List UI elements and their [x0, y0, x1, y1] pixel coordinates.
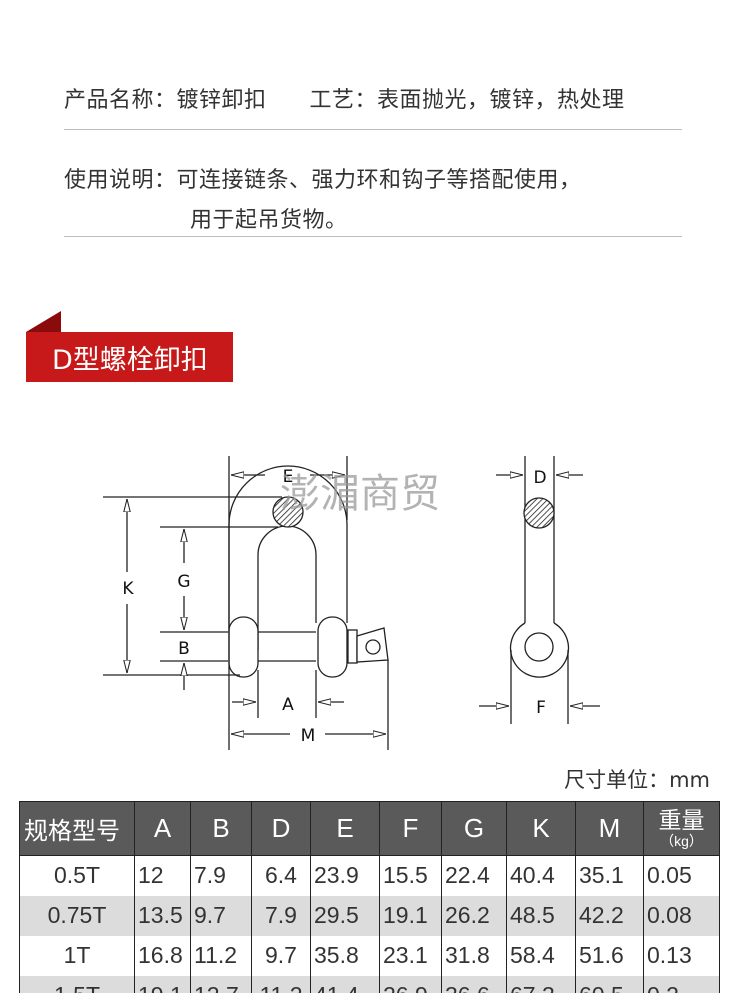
section-tag — [26, 332, 233, 382]
header-B: B — [190, 801, 252, 856]
table-header-row: 规格型号 A B D E F G K M 重量（kg） — [19, 801, 720, 856]
usage-line: 使用说明：可连接链条、强力环和钩子等搭配使用， — [64, 162, 582, 194]
cell: 11.2 — [251, 975, 311, 993]
cell: 19.1 — [134, 975, 191, 993]
cell: 6.4 — [251, 855, 311, 896]
header-weight-unit: （kg） — [660, 833, 703, 849]
label-D: D — [533, 468, 546, 488]
table-row: 0.75T 13.5 9.7 7.9 29.5 19.1 26.2 48.5 4… — [19, 895, 720, 936]
cell: 26.9 — [379, 975, 442, 993]
product-name-value: 镀锌卸扣 — [176, 88, 267, 113]
cell: 0.2 — [643, 975, 720, 993]
cell: 60.5 — [575, 975, 644, 993]
cell: 19.1 — [379, 895, 442, 936]
shackle-diagram: E K G B A M D F 澎湄商贸 — [103, 456, 600, 750]
cell: 12.7 — [190, 975, 252, 993]
table-row: 0.5T 12 7.9 6.4 23.9 15.5 22.4 40.4 35.1… — [19, 855, 720, 896]
cell: 13.5 — [134, 895, 191, 936]
table-row: 1.5T 19.1 12.7 11.2 41.4 26.9 36.6 67.3 … — [19, 975, 720, 993]
label-G: G — [177, 572, 190, 592]
cell-model: 0.5T — [19, 855, 135, 896]
divider — [64, 129, 682, 130]
spec-table: 规格型号 A B D E F G K M 重量（kg） 0.5T 12 7.9 … — [19, 801, 720, 993]
cell: 67.3 — [506, 975, 576, 993]
cell: 0.08 — [643, 895, 720, 936]
cell: 35.8 — [310, 935, 380, 976]
cell-model: 1.5T — [19, 975, 135, 993]
header-F: F — [379, 801, 442, 856]
cell: 9.7 — [251, 935, 311, 976]
cell: 22.4 — [441, 855, 507, 896]
cell: 41.4 — [310, 975, 380, 993]
cell: 35.1 — [575, 855, 644, 896]
section-title: D型螺栓卸扣 — [52, 345, 208, 376]
cell: 36.6 — [441, 975, 507, 993]
section-tag-fold — [26, 311, 61, 332]
header-G: G — [441, 801, 507, 856]
table-row: 1T 16.8 11.2 9.7 35.8 23.1 31.8 58.4 51.… — [19, 935, 720, 976]
cell: 40.4 — [506, 855, 576, 896]
header-model: 规格型号 — [19, 801, 135, 856]
header-weight-label: 重量 — [658, 807, 705, 833]
cell: 16.8 — [134, 935, 191, 976]
header-E: E — [310, 801, 380, 856]
cell-model: 0.75T — [19, 895, 135, 936]
cell: 0.05 — [643, 855, 720, 896]
label-K: K — [122, 579, 134, 599]
cell: 58.4 — [506, 935, 576, 976]
usage-value-1: 可连接链条、强力环和钩子等搭配使用， — [176, 168, 582, 193]
cell: 7.9 — [190, 855, 252, 896]
cell: 9.7 — [190, 895, 252, 936]
cell: 26.2 — [441, 895, 507, 936]
label-E: E — [283, 467, 294, 487]
process-label: 工艺： — [309, 88, 378, 113]
label-A: A — [282, 695, 294, 715]
cell: 7.9 — [251, 895, 311, 936]
cell: 23.9 — [310, 855, 380, 896]
usage-label: 使用说明： — [64, 168, 177, 193]
process-value: 表面抛光，镀锌，热处理 — [377, 88, 625, 113]
label-F: F — [536, 698, 546, 718]
cell: 48.5 — [506, 895, 576, 936]
header-D: D — [251, 801, 311, 856]
cell: 42.2 — [575, 895, 644, 936]
header-M: M — [575, 801, 644, 856]
product-name-label: 产品名称： — [64, 88, 177, 113]
product-info-line: 产品名称：镀锌卸扣 工艺：表面抛光，镀锌，热处理 — [64, 82, 625, 114]
cell: 15.5 — [379, 855, 442, 896]
cell-model: 1T — [19, 935, 135, 976]
divider — [64, 236, 682, 237]
cell: 29.5 — [310, 895, 380, 936]
header-K: K — [506, 801, 576, 856]
cell: 23.1 — [379, 935, 442, 976]
watermark-text: 澎湄商贸 — [280, 471, 440, 517]
label-M: M — [301, 726, 316, 746]
cell: 12 — [134, 855, 191, 896]
cell: 51.6 — [575, 935, 644, 976]
usage-line-2: 用于起吊货物。 — [190, 208, 348, 233]
header-weight: 重量（kg） — [643, 801, 720, 856]
cell: 11.2 — [190, 935, 252, 976]
header-A: A — [134, 801, 191, 856]
unit-note: 尺寸单位：mm — [564, 768, 710, 792]
cell: 0.13 — [643, 935, 720, 976]
cell: 31.8 — [441, 935, 507, 976]
label-B: B — [178, 639, 190, 659]
